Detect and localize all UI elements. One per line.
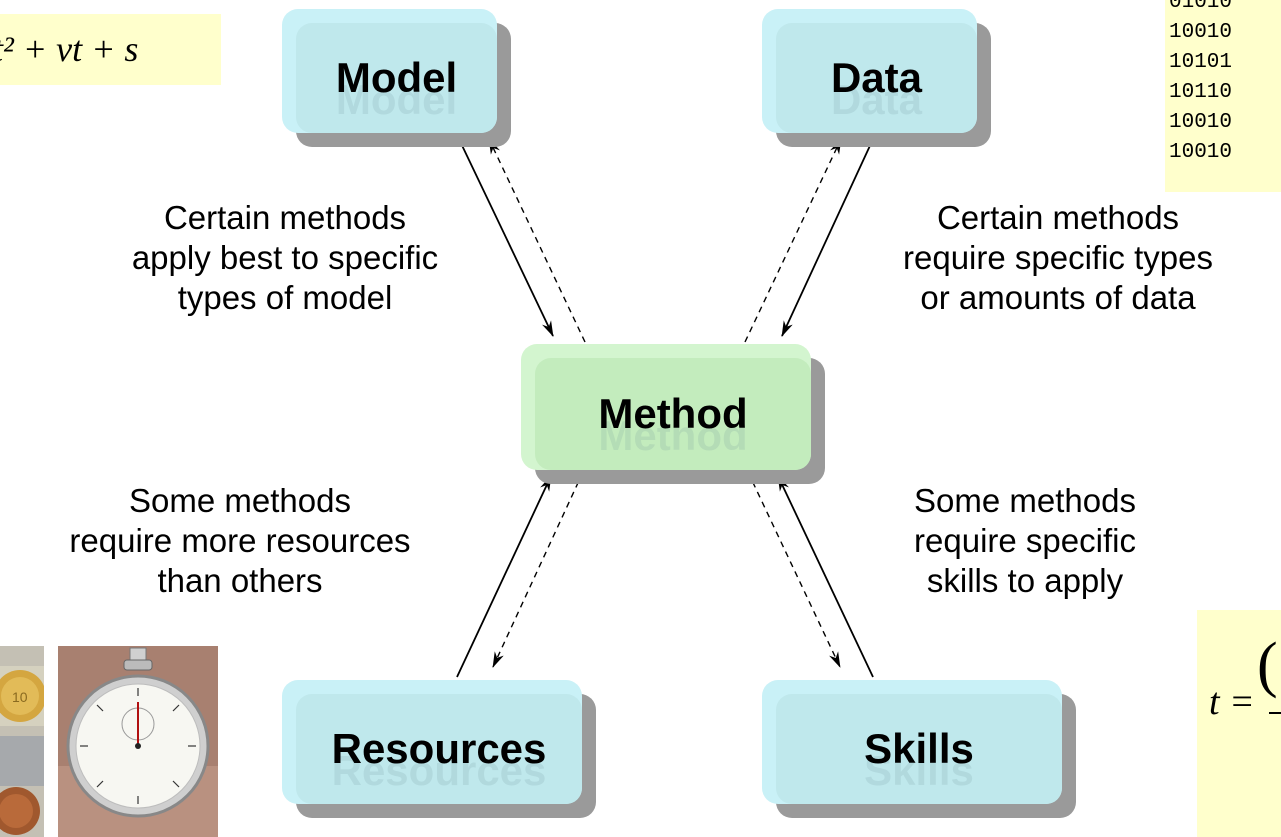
- coins-image: 10: [0, 646, 44, 837]
- binary-line: 10101: [1169, 51, 1233, 74]
- formula-note-top: ½at² + vt + s: [0, 14, 221, 85]
- node-resources[interactable]: Resources Resources: [282, 680, 596, 818]
- node-label-reflection: Skills: [864, 747, 974, 794]
- arrow-method-to-model-dashed: [488, 138, 586, 343]
- coins-photo: 10: [0, 646, 44, 837]
- caption-line: Certain methods: [936, 199, 1180, 236]
- svg-text:10: 10: [12, 689, 28, 705]
- binary-line: 10010: [1169, 111, 1233, 134]
- node-face: Resources Resources: [296, 694, 582, 804]
- arrow-method-to-data-dashed: [744, 138, 842, 343]
- node-label-reflection: Method: [598, 412, 748, 459]
- formula-note-bottom: t = (: [1197, 610, 1281, 837]
- binary-line: 01010: [1169, 0, 1233, 14]
- binary-line: 10010: [1169, 141, 1233, 164]
- caption-line: require more resources: [69, 522, 411, 559]
- node-face: Data Data: [776, 23, 977, 133]
- node-label: Method: [598, 390, 748, 437]
- node-label-reflection: Resources: [331, 747, 547, 794]
- binary-line: 10010: [1169, 21, 1233, 44]
- caption-skills-method: Some methods require specific skills to …: [845, 481, 1205, 601]
- node-model[interactable]: Model Model: [282, 9, 511, 147]
- caption-line: Certain methods: [163, 199, 407, 236]
- node-label-reflection: Model: [335, 76, 458, 123]
- node-skills[interactable]: Skills Skills: [762, 680, 1076, 818]
- caption-line: skills to apply: [926, 562, 1124, 599]
- binary-line: 10110: [1169, 81, 1233, 104]
- node-face: Method Method: [535, 358, 811, 470]
- node-label: Skills: [864, 725, 974, 772]
- node-label: Data: [830, 54, 923, 101]
- arrow-method-to-skills-dashed: [747, 471, 841, 668]
- caption-data-method: Certain methods require specific types o…: [835, 198, 1281, 318]
- node-face: Model Model: [296, 23, 497, 133]
- caption-line: require specific types: [903, 239, 1213, 276]
- stopwatch-photo: [58, 646, 218, 837]
- arrow-resources-to-method: [456, 475, 552, 678]
- formula-text: ½at² + vt + s: [0, 29, 139, 69]
- formula-lhs: t =: [1209, 681, 1255, 723]
- arrow-data-to-method: [781, 136, 875, 337]
- formula-fraction-bar: [1269, 712, 1281, 714]
- arrow-method-to-resources-dashed: [492, 471, 584, 668]
- arrow-model-to-method: [457, 136, 554, 337]
- caption-line: Some methods: [129, 482, 351, 519]
- caption-resources-method: Some methods require more resources than…: [0, 481, 480, 601]
- node-face: Skills Skills: [776, 694, 1062, 804]
- caption-line: than others: [157, 562, 323, 599]
- caption-line: Some methods: [914, 482, 1136, 519]
- formula-paren: (: [1257, 631, 1278, 699]
- caption-line: require specific: [914, 522, 1136, 559]
- node-label: Model: [335, 54, 458, 101]
- caption-line: or amounts of data: [920, 279, 1196, 316]
- caption-line: apply best to specific: [131, 239, 439, 276]
- stopwatch-image: [58, 646, 218, 837]
- caption-line: types of model: [177, 279, 393, 316]
- node-label: Resources: [331, 725, 547, 772]
- node-data[interactable]: Data Data: [762, 9, 991, 147]
- arrow-skills-to-method: [777, 475, 874, 678]
- caption-model-method: Certain methods apply best to specific t…: [40, 198, 530, 318]
- binary-data-note: 01010 10010 10101 10110 10010 10010: [1165, 0, 1281, 192]
- node-method[interactable]: Method Method: [521, 344, 825, 484]
- node-label-reflection: Data: [830, 76, 923, 123]
